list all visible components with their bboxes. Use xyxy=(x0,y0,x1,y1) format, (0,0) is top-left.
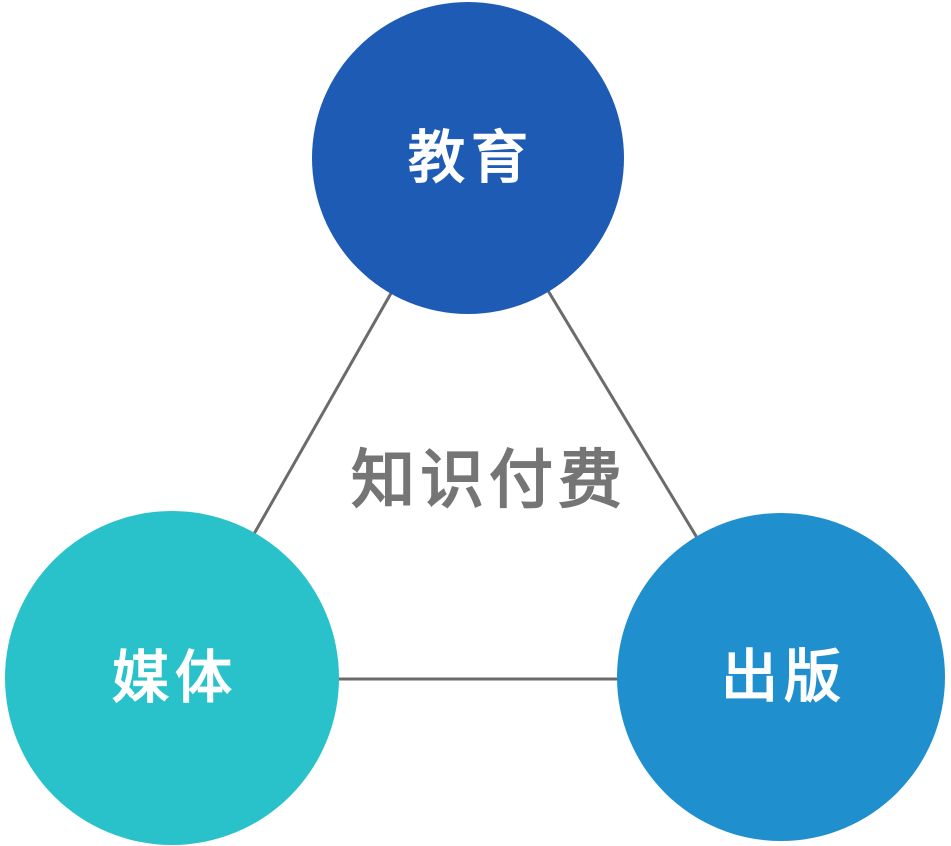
node-publishing: 出版 xyxy=(617,513,945,841)
diagram-title: 知识付费 xyxy=(351,444,627,516)
node-education-label: 教育 xyxy=(408,125,534,190)
node-media: 媒体 xyxy=(5,511,339,845)
node-education: 教育 xyxy=(312,2,624,314)
node-publishing-label: 出版 xyxy=(721,644,847,709)
node-media-label: 媒体 xyxy=(112,645,238,710)
